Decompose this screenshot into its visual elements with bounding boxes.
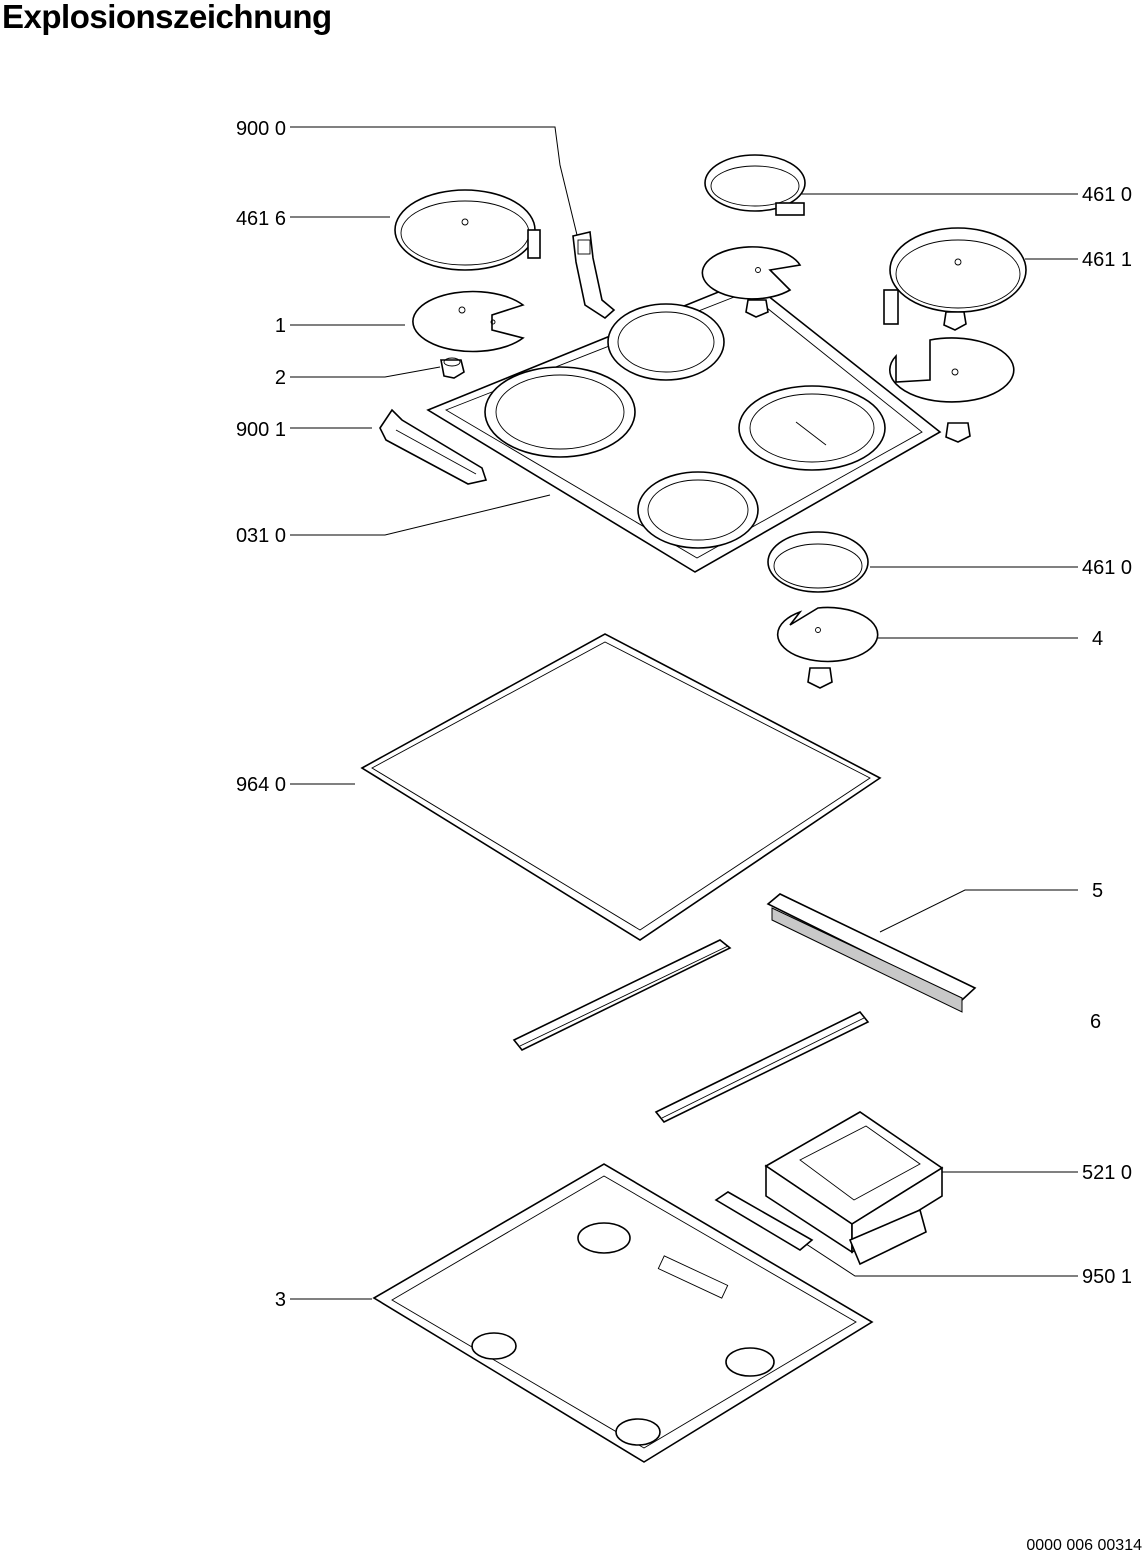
- callout-900-0: 900 0: [235, 118, 286, 140]
- gasket-964-0: [360, 633, 882, 941]
- callout-3: 3: [274, 1289, 286, 1311]
- document-number: 0000 006 00314: [1026, 1537, 1142, 1554]
- rail-6: [654, 1010, 870, 1124]
- callout-461-1: 461 1: [1082, 249, 1133, 271]
- nut-2: [440, 357, 465, 379]
- hotplate-461-1: [883, 227, 1027, 325]
- cover-disc-461-1: [889, 337, 1015, 403]
- hotplate-461-0-top: [704, 154, 806, 216]
- base-pan-3: [372, 1163, 874, 1463]
- callout-900-1: 900 1: [235, 419, 286, 441]
- callout-031-0: 031 0: [235, 525, 286, 547]
- callout-964-0: 964 0: [235, 774, 286, 796]
- nut-4: [807, 667, 833, 689]
- callout-950-1: 950 1: [1082, 1266, 1133, 1288]
- callout-461-0-top: 461 0: [1082, 184, 1133, 206]
- hotplate-461-0-lower: [767, 531, 869, 593]
- callout-1: 1: [274, 315, 286, 337]
- nut-right: [945, 422, 971, 443]
- hotplate-461-6: [394, 189, 541, 271]
- callout-2: 2: [274, 367, 286, 389]
- bracket-900-0: [572, 231, 616, 320]
- rail-5: [766, 893, 977, 1013]
- page-title: Explosionszeichnung: [2, 0, 332, 35]
- cover-disc-1: [412, 290, 525, 353]
- nut-top: [745, 299, 769, 318]
- hob-frame-031-0: [426, 279, 942, 573]
- callout-521-0: 521 0: [1082, 1162, 1133, 1184]
- callout-5: 5: [1092, 880, 1104, 902]
- callout-461-0-lower: 461 0: [1082, 557, 1133, 579]
- callout-6: 6: [1090, 1011, 1102, 1033]
- cover-disc-4: [776, 606, 879, 663]
- callout-461-6: 461 6: [235, 208, 286, 230]
- cover-disc-top: [701, 246, 802, 300]
- strip-950-1: [714, 1191, 814, 1251]
- rail-left: [512, 939, 732, 1052]
- leader-lines: [290, 126, 1078, 1300]
- bracket-900-1: [379, 408, 488, 485]
- nut-461-1: [943, 311, 967, 331]
- callout-4: 4: [1092, 628, 1104, 650]
- terminal-box-521-0: [764, 1111, 944, 1266]
